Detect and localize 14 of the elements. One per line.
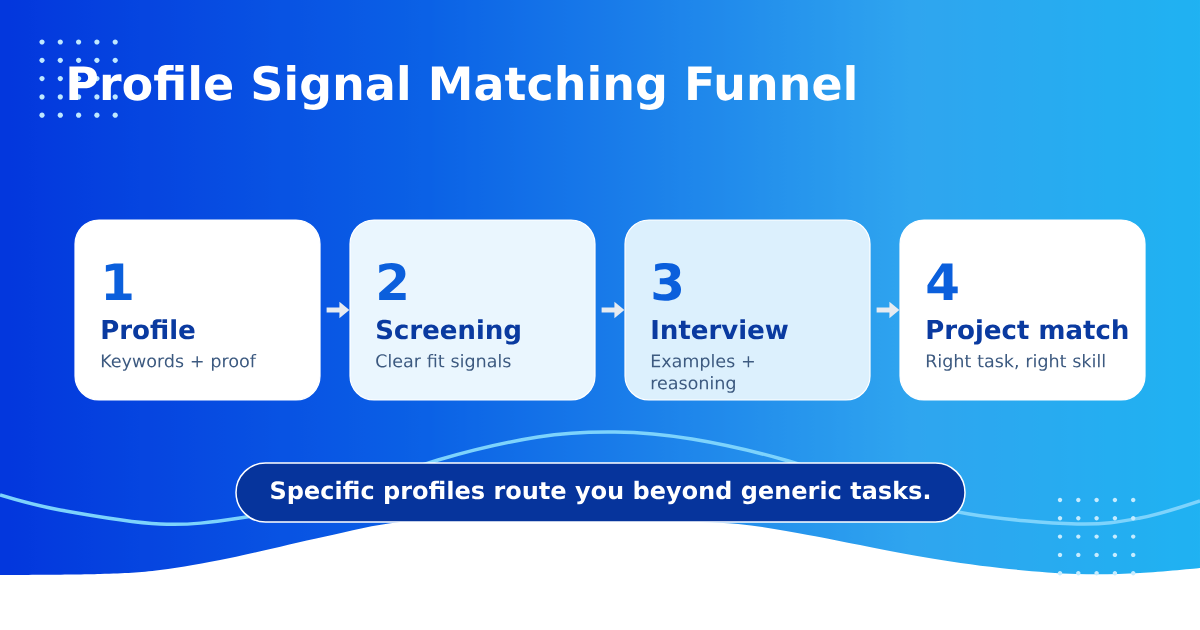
step-description: Keywords + proof (101, 353, 257, 371)
step-description: Clear fit signals (376, 353, 511, 371)
step-description: Right task, right skill (926, 353, 1105, 371)
step-number: 2 (379, 262, 406, 300)
step-number: 3 (653, 262, 681, 301)
step-description: Examples + reasoning (651, 353, 754, 393)
step-title: Profile (102, 319, 195, 340)
step-number: 1 (105, 263, 132, 300)
step-title: Screening (377, 319, 520, 345)
title: Profile Signal Matching Funnel (69, 65, 855, 110)
step-title: Interview (652, 319, 788, 340)
step-title: Project match (927, 319, 1128, 345)
summary-banner: Specific profiles route you beyond generic tasks. (235, 462, 966, 523)
step-number: 4 (927, 263, 958, 300)
